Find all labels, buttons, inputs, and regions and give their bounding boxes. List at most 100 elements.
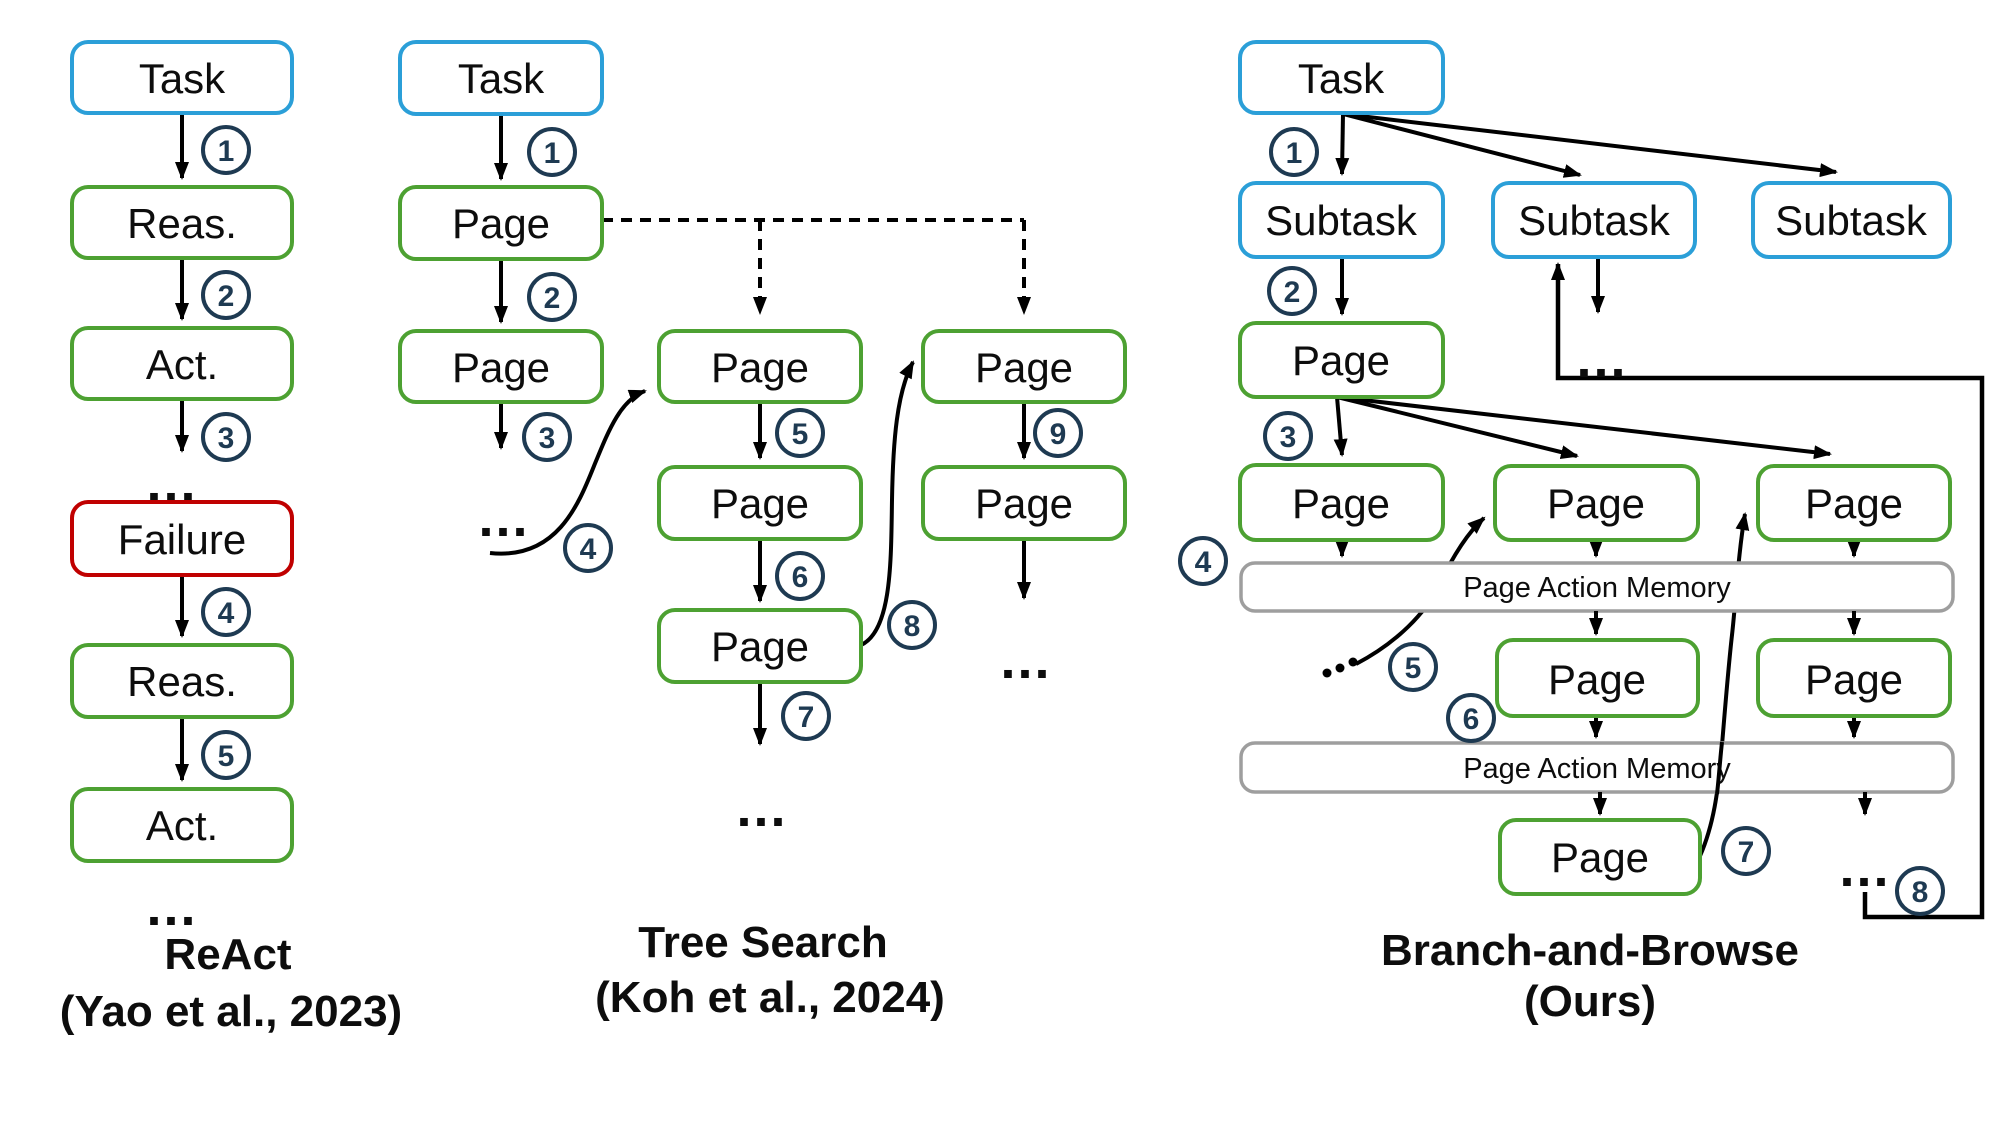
bb-page-box	[1498, 818, 1702, 896]
step-circle	[201, 730, 251, 780]
ts-page-label: Page	[975, 344, 1073, 391]
ts-step-4: 4	[563, 523, 613, 573]
step-number: 7	[798, 701, 815, 734]
ts-page-label: Page	[975, 480, 1073, 527]
tree-search-subtitle: (Koh et al., 2024)	[595, 973, 945, 1022]
step-circle	[563, 523, 613, 573]
react-column: Task Reas. Act. ... Failure Reas. Act. .…	[60, 40, 402, 1036]
ts-page-box	[657, 329, 863, 404]
react-ellipsis-bottom: ...	[146, 877, 197, 937]
bb-page-node-r2-2: Page	[1756, 638, 1952, 718]
bb-page-label: Page	[1551, 834, 1649, 881]
react-failure-box	[70, 500, 294, 577]
branch-and-browse-column: Page Action Memory Page Action Memory Ta…	[1178, 40, 1985, 1026]
bb-page-node-bottom: Page	[1498, 818, 1702, 896]
ts-step-8: 8	[887, 600, 937, 650]
bb-memory-bar-1: Page Action Memory	[1239, 561, 1955, 613]
bb-page-label: Page	[1805, 656, 1903, 703]
ts-page-label: Page	[452, 344, 550, 391]
bb-arrow-page-branch3	[1336, 395, 1832, 460]
bb-subtask-label: Subtask	[1775, 197, 1928, 244]
bb-arrow-task-subtask2	[1342, 112, 1582, 178]
react-step-5: 5	[201, 730, 251, 780]
ts-page-box	[921, 329, 1127, 404]
react-reason-box-2	[70, 643, 294, 719]
bb-subtask-box	[1238, 181, 1445, 259]
step-number: 8	[1912, 876, 1929, 909]
step-number: 3	[218, 422, 235, 455]
tree-search-column: Task Page Page ... Page Page Page ... Pa…	[398, 40, 1127, 1022]
bb-step-3: 3	[1263, 411, 1313, 461]
ts-step-2: 2	[527, 272, 577, 322]
react-step-4: 4	[201, 587, 251, 637]
bb-step-1: 1	[1269, 127, 1319, 177]
ts-step-3: 3	[522, 412, 572, 462]
bb-ellipsis-branch3: ...	[1839, 838, 1890, 898]
bb-subtask-node-1: Subtask	[1238, 181, 1445, 259]
step-number: 3	[1280, 421, 1297, 454]
step-circle	[201, 270, 251, 320]
ts-page-label: Page	[711, 480, 809, 527]
ts-page-node-b2-2: Page	[657, 465, 863, 541]
bb-arrow-page-branch1	[1333, 396, 1348, 457]
bb-arrow-task-subtask1	[1335, 113, 1350, 176]
step-number: 2	[544, 282, 561, 315]
react-reason-node-2: Reas.	[70, 643, 294, 719]
ts-curved-arrow-8	[860, 360, 915, 647]
bb-subtask-box	[1491, 181, 1697, 259]
step-number: 6	[1463, 703, 1480, 736]
ts-page-box	[398, 329, 604, 404]
react-act-label-1: Act.	[146, 341, 218, 388]
bb-page-box	[1238, 321, 1445, 399]
react-reason-box-1	[70, 185, 294, 260]
bb-task-box	[1238, 40, 1445, 115]
bb-curved-arrow-7-overlay	[1715, 741, 1724, 795]
ts-ellipsis-branch3: ...	[1000, 630, 1051, 690]
step-circle	[1721, 826, 1771, 876]
ts-task-label: Task	[458, 55, 545, 102]
bb-page-box	[1495, 638, 1700, 718]
ts-step-1: 1	[527, 127, 577, 177]
bb-step-2: 2	[1267, 266, 1317, 316]
step-circle	[522, 412, 572, 462]
react-reason-node-1: Reas.	[70, 185, 294, 260]
ts-page-node-root: Page	[398, 185, 604, 261]
react-act-node-1: Act.	[70, 326, 294, 401]
react-act-box-1	[70, 326, 294, 401]
bb-step-5: 5	[1388, 642, 1438, 692]
bb-arrow-page-branch2	[1336, 395, 1579, 459]
step-circle	[1895, 866, 1945, 916]
ts-step-9: 9	[1033, 408, 1083, 458]
bb-dotted-tail	[1348, 657, 1358, 667]
step-number: 1	[1286, 137, 1303, 170]
bb-ellipsis-subtask: ...	[1576, 329, 1627, 389]
step-number: 7	[1738, 836, 1755, 869]
react-act-label-2: Act.	[146, 802, 218, 849]
bb-task-node: Task	[1238, 40, 1445, 115]
step-number: 2	[218, 280, 235, 313]
ts-task-node: Task	[398, 40, 604, 116]
bb-arrow-task-subtask3	[1342, 112, 1838, 178]
bb-subtask-label: Subtask	[1265, 197, 1418, 244]
bb-memory-label: Page Action Memory	[1463, 753, 1731, 785]
react-act-node-2: Act.	[70, 787, 294, 863]
bb-task-label: Task	[1298, 55, 1385, 102]
step-circle	[1033, 408, 1083, 458]
ts-page-box	[921, 465, 1127, 541]
bb-memory-box	[1239, 741, 1955, 794]
step-number: 5	[1405, 652, 1422, 685]
react-step-2: 2	[201, 270, 251, 320]
step-number: 8	[904, 610, 921, 643]
step-circle	[201, 587, 251, 637]
tree-search-title: Tree Search	[638, 918, 888, 967]
bb-subtask-label: Subtask	[1518, 197, 1671, 244]
bb-page-label: Page	[1548, 656, 1646, 703]
step-circle	[775, 408, 825, 458]
ts-ellipsis-branch1: ...	[478, 488, 529, 548]
ts-page-label: Page	[452, 200, 550, 247]
ts-step-7: 7	[781, 691, 831, 741]
bb-page-node-r1-1: Page	[1238, 463, 1445, 542]
react-step-1: 1	[201, 125, 251, 175]
